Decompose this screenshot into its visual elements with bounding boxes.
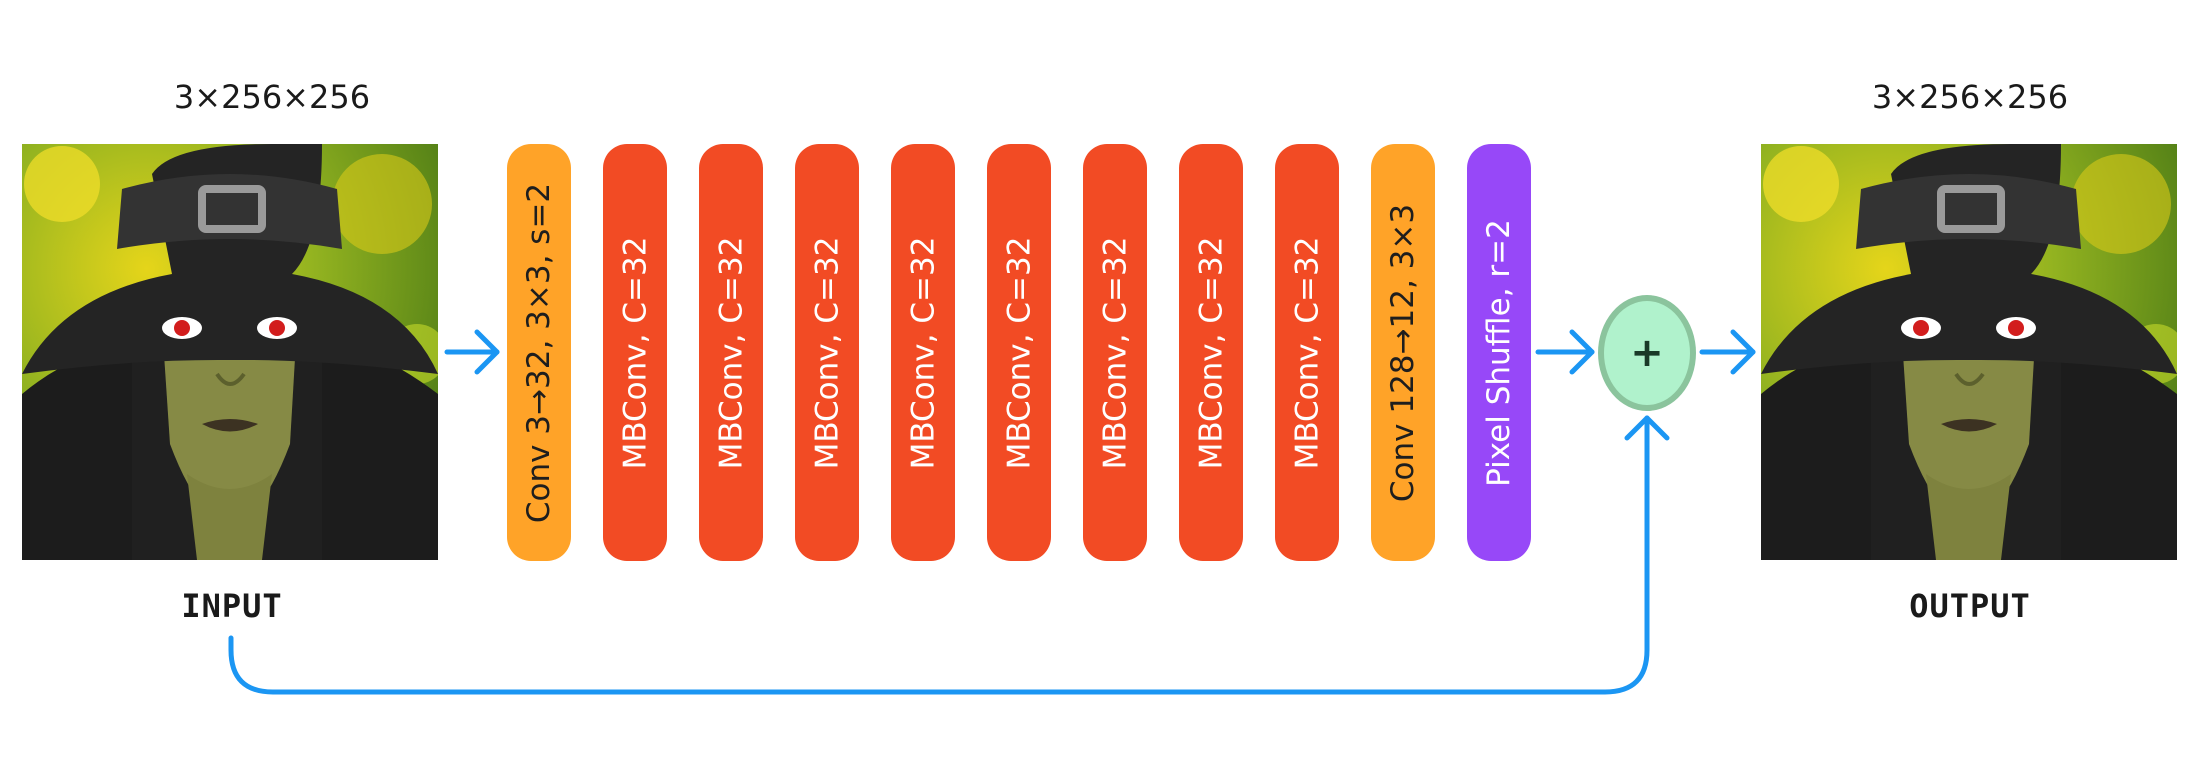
skip-connection-arrow	[228, 415, 1670, 695]
plus-icon: +	[1630, 330, 1664, 376]
mbconv-block-8: MBConv, C=32	[1275, 144, 1339, 561]
mbconv-block-6: MBConv, C=32	[1083, 144, 1147, 561]
mbconv-block-1: MBConv, C=32	[603, 144, 667, 561]
mbconv-block-7: MBConv, C=32	[1179, 144, 1243, 561]
conv-stride2-block: Conv 3→32, 3×3, s=2	[507, 144, 571, 561]
output-label: OUTPUT	[1909, 587, 2031, 625]
arrow-add-to-output	[1699, 329, 1756, 375]
mbconv-block-5: MBConv, C=32	[987, 144, 1051, 561]
output-image	[1761, 144, 2177, 560]
witch-portrait-image	[22, 144, 438, 560]
input-image	[22, 144, 438, 560]
arrow-shuffle-to-add	[1535, 329, 1595, 375]
input-dimensions: 3×256×256	[173, 78, 371, 116]
conv-output-block: Conv 128→12, 3×3	[1371, 144, 1435, 561]
mbconv-block-2: MBConv, C=32	[699, 144, 763, 561]
input-label: INPUT	[181, 587, 283, 625]
output-dimensions: 3×256×256	[1871, 78, 2069, 116]
mbconv-block-3: MBConv, C=32	[795, 144, 859, 561]
add-node: +	[1598, 295, 1696, 411]
pixel-shuffle-block: Pixel Shuffle, r=2	[1467, 144, 1531, 561]
mbconv-block-4: MBConv, C=32	[891, 144, 955, 561]
arrow-input-to-conv	[444, 329, 500, 375]
witch-portrait-image	[1761, 144, 2177, 560]
